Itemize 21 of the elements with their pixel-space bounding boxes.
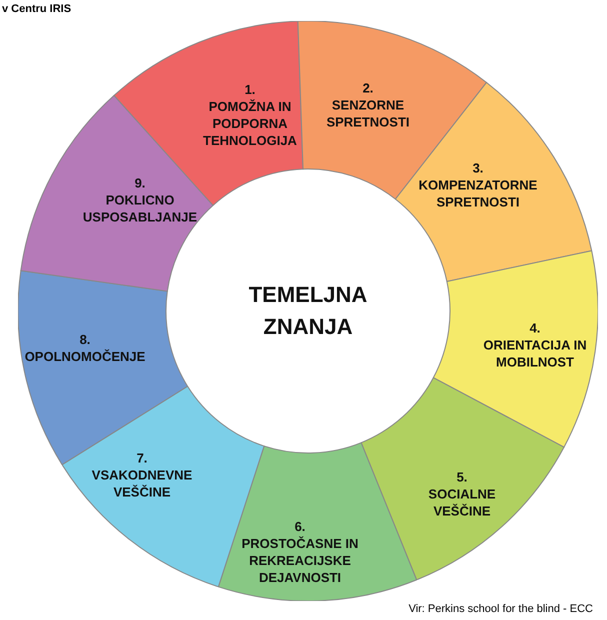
segment-number: 1. <box>244 81 256 98</box>
segment-title: OPOLNOMOČENJE <box>24 348 146 365</box>
segment-title: KOMPENZATORNE SPRETNOSTI <box>418 176 538 210</box>
segment-number: 2. <box>362 80 374 96</box>
segment-title: PROSTOČASNE IN REKREACIJSKE DEJAVNOSTI <box>240 535 360 586</box>
header-note: v Centru IRIS <box>2 3 72 15</box>
segment-number: 4. <box>528 320 542 336</box>
segment-title: POMOŽNA IN PODPORNA TEHNOLOGIJA <box>202 98 298 149</box>
source-note: Vir: Perkins school for the blind - ECC <box>408 603 593 615</box>
segment-number: 9. <box>134 174 146 192</box>
segment-number: 8. <box>78 331 92 348</box>
segment-number: 5. <box>456 468 468 486</box>
segment-title: ORIENTACIJA IN MOBILNOST <box>482 336 588 370</box>
segment-title: SOCIALNE VEŠČINE <box>427 486 497 520</box>
segment-number: 7. <box>136 450 148 466</box>
segment-number: 6. <box>294 518 306 535</box>
segment-title: POKLICNO USPOSABLJANJE <box>82 192 198 226</box>
segment-number: 3. <box>472 160 484 176</box>
segment-title: VSAKODNEVNE VEŠČINE <box>90 466 194 500</box>
segment-title: SENZORNE SPRETNOSTI <box>325 96 411 130</box>
center-title: TEMELJNA ZNANJA <box>248 281 368 341</box>
